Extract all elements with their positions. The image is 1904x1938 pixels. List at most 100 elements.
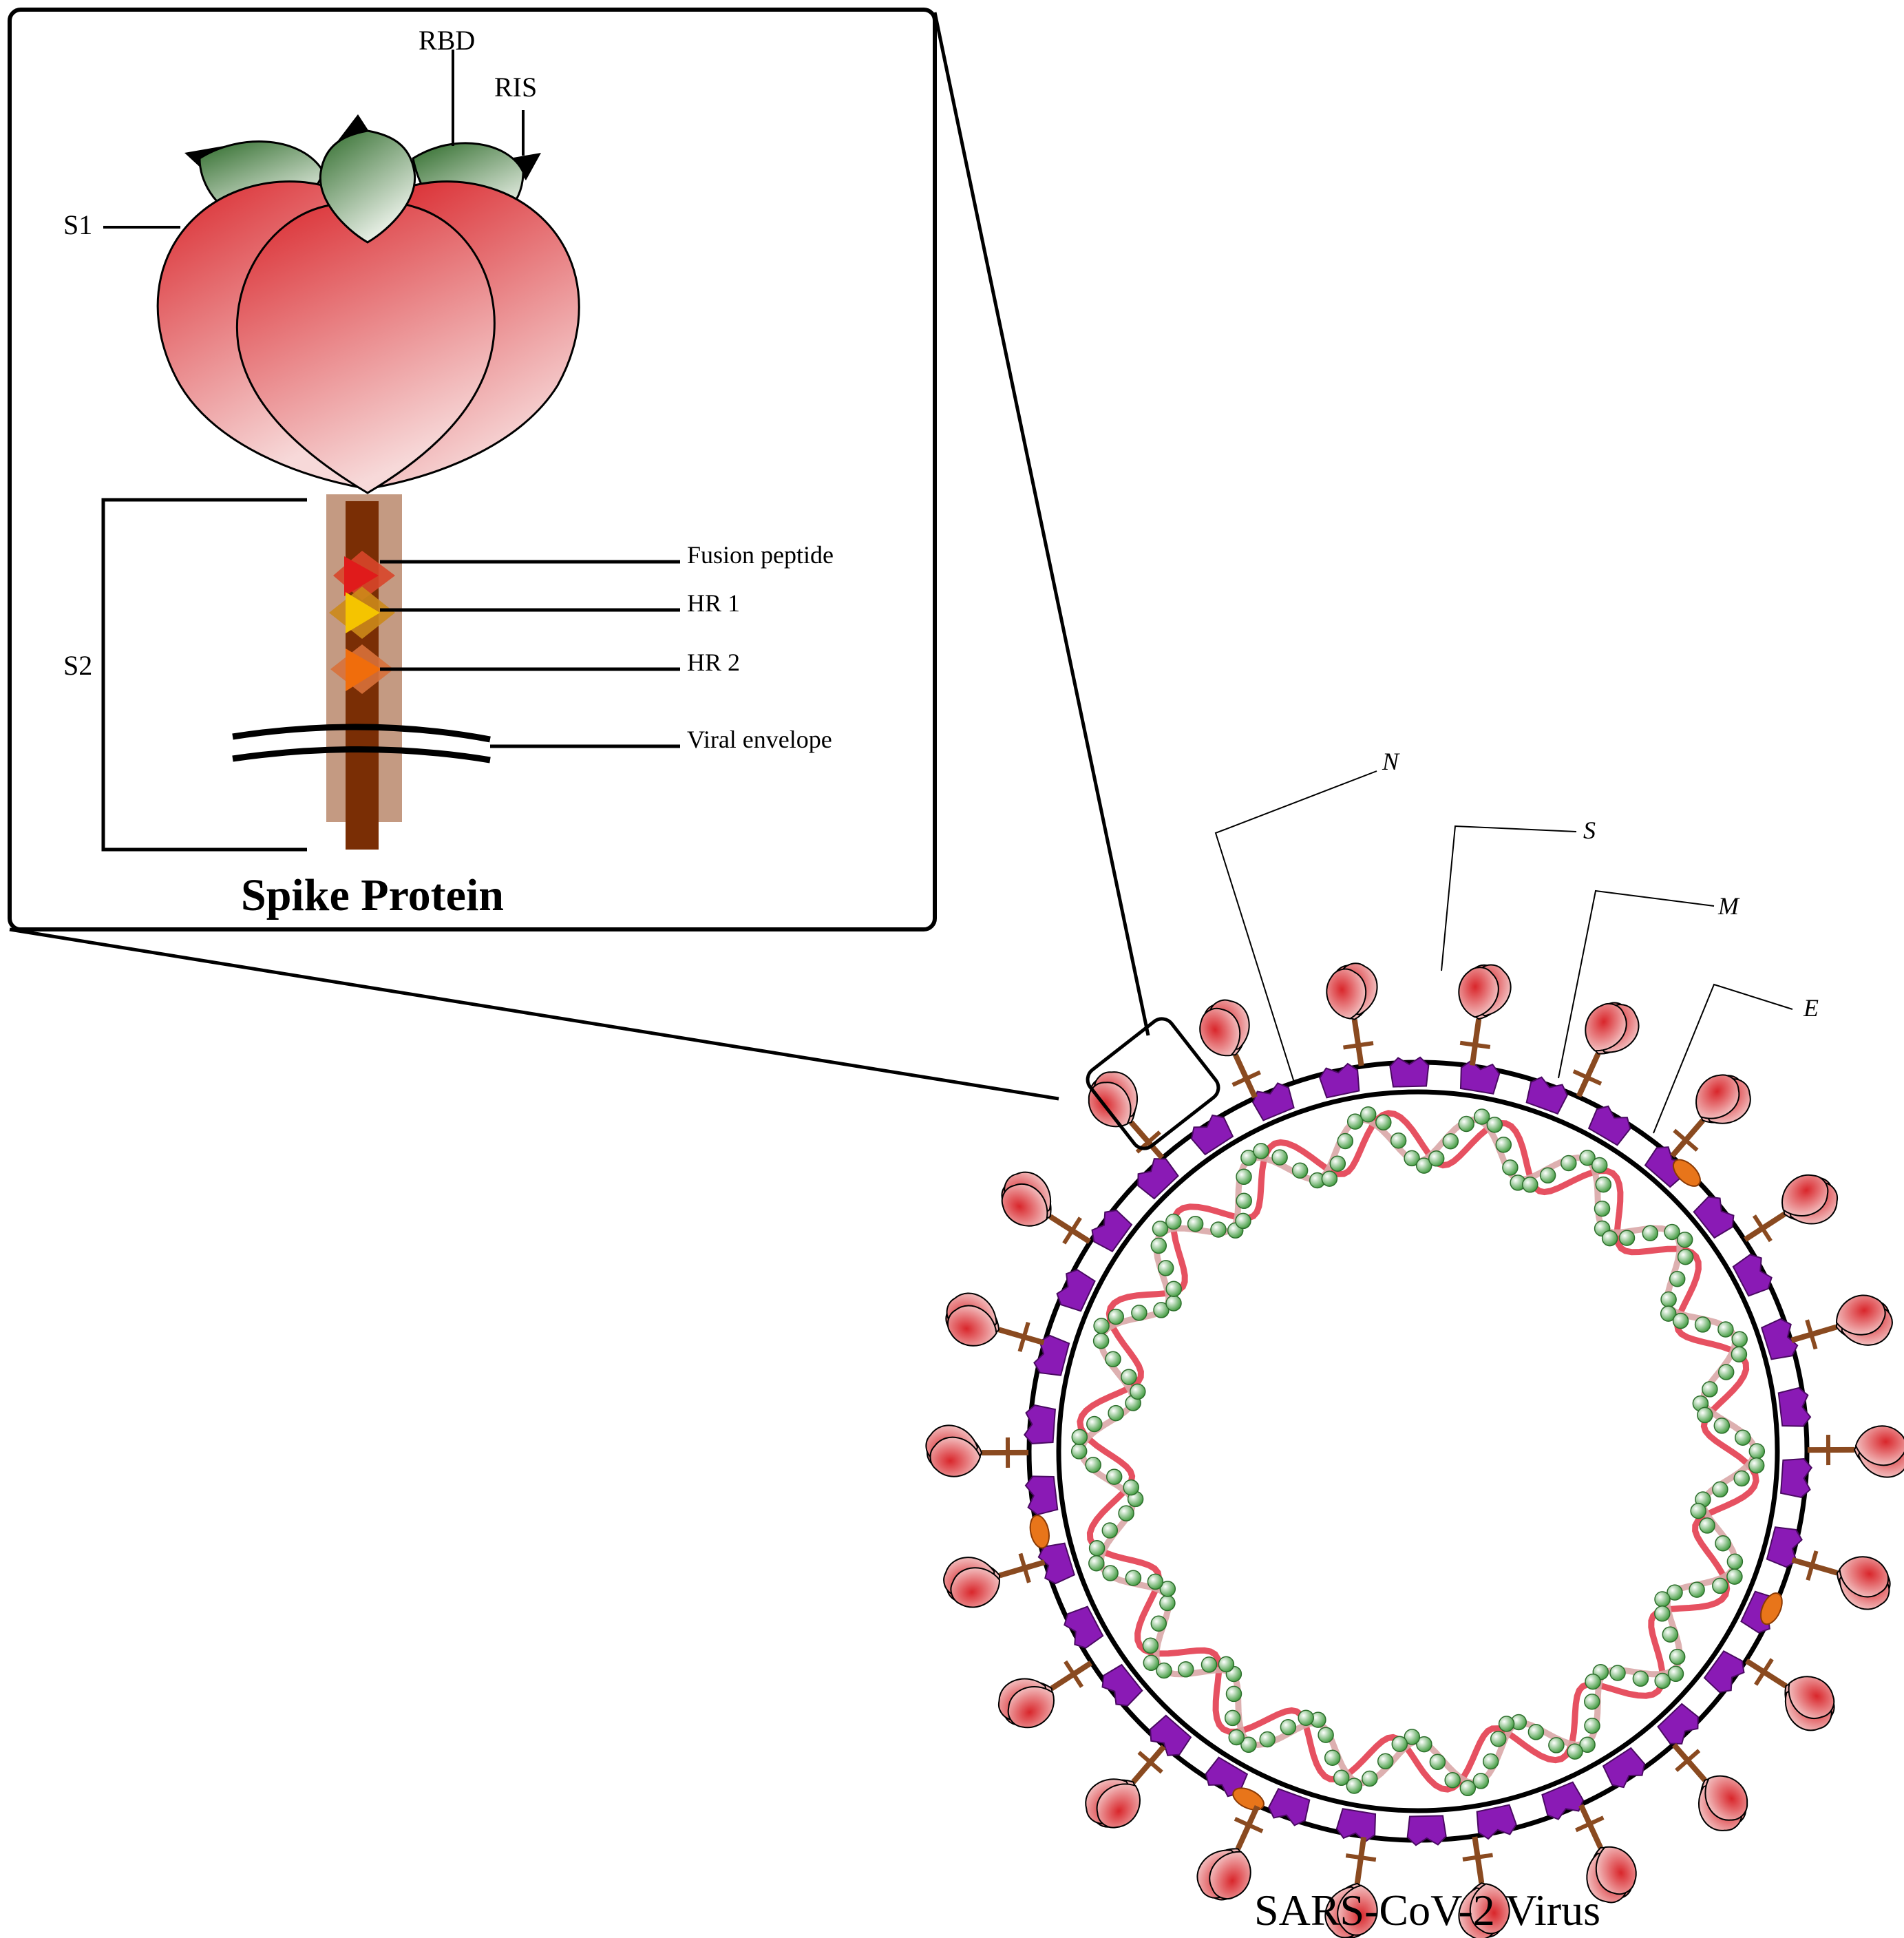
nucleocapsid-bead [1733,1470,1750,1487]
nucleocapsid-bead [1731,1346,1748,1362]
nucleocapsid-bead [1218,1656,1235,1673]
nucleocapsid-bead [1591,1157,1608,1174]
nucleocapsid-bead [1490,1731,1507,1747]
nucleocapsid-bead [1159,1594,1176,1612]
nucleocapsid-bead [1125,1570,1142,1586]
membrane-protein [1691,1191,1739,1241]
nucleocapsid-bead [1527,1724,1545,1740]
nucleocapsid-bead [1150,1615,1167,1632]
nucleocapsid-bead [1444,1771,1461,1789]
nucleocapsid-bead [1390,1132,1407,1149]
membrane-protein [1186,1110,1236,1157]
rbd-label: RBD [419,25,475,56]
nucleocapsid-bead [1662,1626,1679,1643]
zoom-highlight-box [1086,1017,1220,1150]
virus-particle: N S M E SARS-CoV-2 Virus [926,748,1904,1938]
nucleocapsid-bead [1152,1220,1169,1237]
spike-protein [1784,1537,1896,1615]
spike-protein [1323,960,1388,1069]
nucleocapsid-bead [1118,1505,1134,1521]
m-label: M [1717,892,1740,920]
nucleocapsid-bead [1088,1555,1105,1572]
nucleocapsid-bead [1495,1137,1512,1153]
nucleocapsid-bead [1108,1404,1124,1422]
nucleocapsid-bead [1458,1115,1474,1133]
nucleocapsid-bead [1717,1321,1734,1338]
membrane-protein [1655,1701,1705,1751]
nucleocapsid-bead [1459,1780,1477,1797]
nucleocapsid-bead [1329,1155,1346,1172]
nucleocapsid-bead [1143,1654,1160,1672]
envelope-arc-inner [232,746,491,763]
fusion-peptide-label: Fusion peptide [687,541,834,569]
envelope-protein [1029,1515,1050,1549]
nucleocapsid-bead [1092,1332,1110,1349]
ris-label: RIS [494,72,537,103]
nucleocapsid-bead [1321,1170,1338,1187]
nucleocapsid-bead [1735,1429,1751,1446]
nucleocapsid-bead [1669,1648,1686,1665]
nucleocapsid-bead [1157,1260,1174,1276]
nucleocapsid-bead [1177,1661,1194,1678]
nucleocapsid-bead [1377,1753,1394,1770]
nucleocapsid-bead [1654,1672,1671,1689]
nucleocapsid-bead [1240,1736,1257,1753]
nucleocapsid-bead [1088,1540,1106,1557]
s2-label: S2 [63,650,92,681]
nucleocapsid-bead [1584,1693,1600,1710]
nucleocapsid-bead [1086,1415,1103,1433]
membrane-protein [1086,1205,1134,1254]
nucleocapsid-bead [1482,1753,1499,1770]
e-label: E [1803,994,1819,1022]
nucleocapsid-bead [1324,1749,1341,1766]
spike-head-s1 [156,114,580,494]
nucleocapsid-bead [1156,1662,1172,1679]
nucleocapsid-bead [1123,1479,1139,1496]
virus-title: SARS-CoV-2 Virus [1254,1886,1600,1935]
envelope-protein [1232,1787,1265,1811]
zoom-line-bottom [9,927,1059,1101]
hr1-domain [346,592,380,633]
nucleocapsid-bead [1595,1176,1612,1193]
s2-bracket [101,498,307,852]
nucleocapsid-bead [1699,1517,1715,1534]
nucleocapsid-bead [1660,1305,1677,1322]
nucleocapsid-bead [1548,1737,1565,1753]
nucleocapsid-bead [1236,1192,1252,1210]
nucleocapsid-bead [1153,1302,1170,1318]
nucleocapsid-bead [1677,1248,1694,1265]
nucleocapsid-bead [1210,1221,1227,1238]
nucleocapsid-bead [1429,1753,1446,1771]
s-leader [1441,825,1577,971]
nucleocapsid-bead [1601,1230,1618,1247]
nucleocapsid-bead [1150,1237,1167,1254]
envelope-arc-outer [232,724,491,743]
fusion-peptide-domain [344,556,379,596]
nucleocapsid-bead [1664,1223,1680,1241]
viral-envelope-label: Viral envelope [687,726,832,753]
nucleocapsid-bead [1731,1331,1748,1348]
hr2-label: HR 2 [687,649,740,676]
nucleocapsid-bead [1236,1168,1252,1186]
s-label: S [1583,817,1596,844]
envelope-proteins [1029,1159,1783,1811]
nucleocapsid-bead [1235,1212,1251,1230]
nucleocapsid-bead [1200,1656,1218,1673]
nucleocapsid-bead [1070,1443,1088,1460]
nucleocapsid-bead [1142,1637,1159,1654]
nucleocapsid-bead [1291,1162,1309,1179]
nucleocapsid-bead [1713,1418,1731,1434]
nucleocapsid-bead [1428,1150,1445,1167]
nucleocapsid-bead [1594,1200,1611,1217]
nucleocapsid-bead [1333,1769,1350,1787]
nucleocapsid-bead [1121,1369,1137,1385]
nucleocapsid-bead [1689,1581,1705,1598]
nucleocapsid-bead [1240,1149,1257,1166]
zoom-line-top [933,12,1150,1036]
membrane-protein [1600,1745,1650,1793]
nucleocapsid-bead [1102,1565,1119,1581]
nucleocapsid-bead [1131,1305,1147,1321]
s1-label: S1 [63,209,92,240]
rna-genome [1070,1106,1766,1797]
nucleocapsid-bead [1362,1770,1378,1787]
